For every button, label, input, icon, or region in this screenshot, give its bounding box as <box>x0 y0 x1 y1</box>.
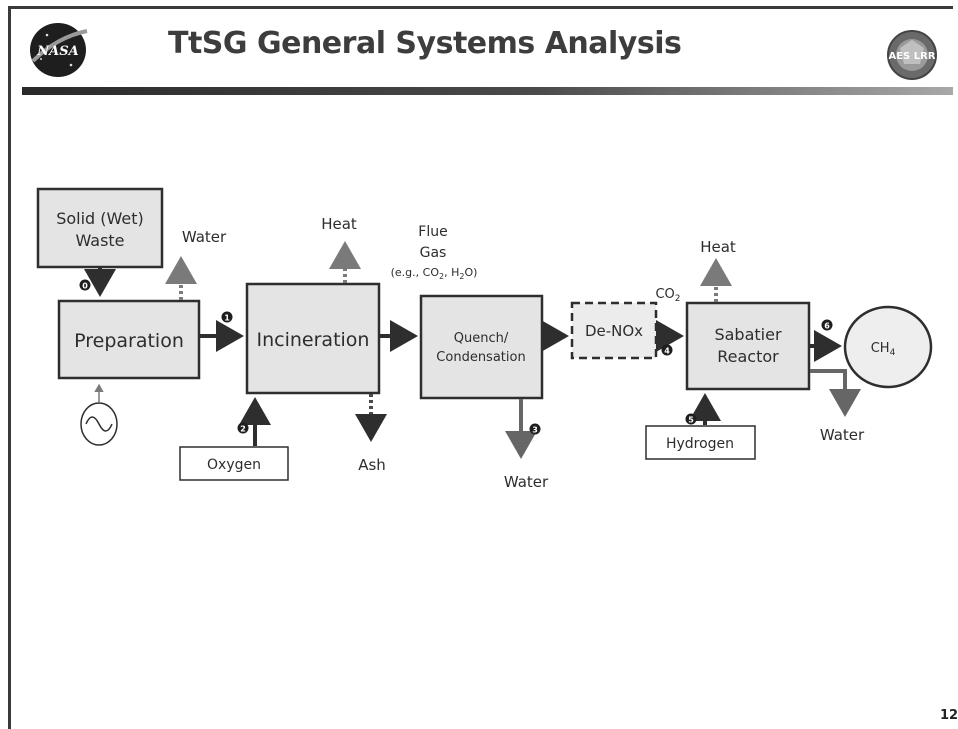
flue-gas-label-1: Flue <box>418 224 447 240</box>
flue-gas-example: (e.g., CO2, H2O) <box>391 266 478 281</box>
heat-sabatier-label: Heat <box>700 238 736 256</box>
svg-text:6: 6 <box>824 322 830 331</box>
nasa-logo-text: NASA <box>36 44 78 59</box>
waste-label-2: Waste <box>75 231 124 250</box>
denox-box <box>570 301 658 360</box>
hydrogen-box <box>645 425 756 460</box>
preparation-label: Preparation <box>74 330 184 352</box>
denox-label: De-NOx <box>585 322 643 340</box>
ch4-circle <box>843 305 933 389</box>
sabatier-label-2: Reactor <box>717 347 779 366</box>
slide-frame-top <box>8 6 953 9</box>
sabatier-label-1: Sabatier <box>714 325 781 344</box>
aes-lrr-logo-icon: AES LRR <box>880 26 944 84</box>
slide-frame-left <box>8 6 11 729</box>
waste-label-1: Solid (Wet) <box>56 209 144 228</box>
stream-number-0: 0 <box>79 279 91 291</box>
title-rule <box>22 87 953 95</box>
incineration-box <box>245 282 381 395</box>
ac-power-source-icon <box>80 402 118 446</box>
svg-text:4: 4 <box>664 347 670 356</box>
water-sabatier-label: Water <box>820 426 865 444</box>
preparation-box <box>57 299 201 380</box>
sabatier-box <box>685 301 811 391</box>
water-prep-label: Water <box>182 228 227 246</box>
stream-number-4: 4 <box>661 344 673 356</box>
hydrogen-label: Hydrogen <box>666 436 734 452</box>
stream-number-2: 2 <box>237 422 249 434</box>
svg-text:1: 1 <box>224 314 230 323</box>
waste-box <box>36 187 164 269</box>
flue-gas-label-2: Gas <box>420 245 447 261</box>
svg-text:0: 0 <box>82 282 88 291</box>
stream-number-1: 1 <box>221 311 233 323</box>
incineration-label: Incineration <box>257 329 370 351</box>
ch4-label: CH4 <box>871 341 896 358</box>
svg-text:5: 5 <box>688 416 694 425</box>
page-number: 12 <box>940 708 958 723</box>
svg-text:3: 3 <box>532 426 538 435</box>
quench-box <box>419 294 544 400</box>
quench-label-1: Quench/ <box>454 331 509 346</box>
nasa-logo-icon: NASA <box>27 21 91 79</box>
oxygen-label: Oxygen <box>207 457 261 473</box>
stream-number-5: 5 <box>685 413 697 425</box>
heat-incin-label: Heat <box>321 215 357 233</box>
co2-label: CO2 <box>655 287 680 304</box>
quench-label-2: Condensation <box>436 350 525 365</box>
ash-label: Ash <box>358 456 386 474</box>
stream-number-6: 6 <box>821 319 833 331</box>
arrow-sabatier-water <box>810 369 861 417</box>
aes-lrr-logo-text: AES LRR <box>888 51 935 62</box>
svg-text:2: 2 <box>240 425 246 434</box>
slide-title: TtSG General Systems Analysis <box>168 26 682 61</box>
stream-number-3: 3 <box>529 423 541 435</box>
oxygen-box <box>179 446 289 481</box>
water-quench-label: Water <box>504 473 549 491</box>
